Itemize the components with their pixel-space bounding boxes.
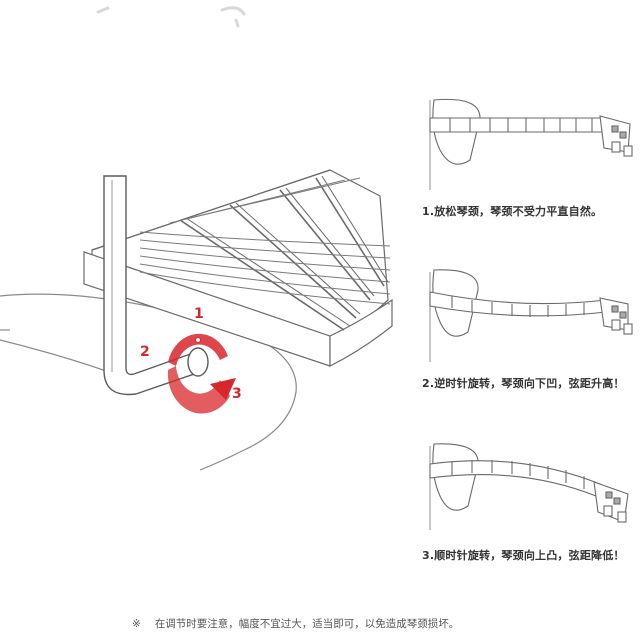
rotation-number-2: 2 [140, 344, 150, 360]
footer-text: 在调节时要注意，幅度不宜过大，适当即可，以免造成琴颈损坏。 [154, 618, 460, 630]
step-1-label: 1.放松琴颈，琴颈不受力平直自然。 [422, 205, 603, 218]
step3-guitar-illustration [429, 443, 629, 530]
fingerboard [83, 169, 393, 367]
step2-guitar-illustration [429, 269, 633, 362]
top-faint-marks [96, 6, 246, 28]
step-2-label: 2.逆时针旋转，琴颈向下凹，弦距升高！ [422, 377, 625, 390]
footer-note: ※ 在调节时要注意，幅度不宜过大，适当即可，以免造成琴颈损坏。 [132, 616, 459, 631]
rotation-numbers: 1 2 3 [140, 306, 242, 402]
step-3-label: 3.顺时针旋转，琴颈向上凸，弦距降低！ [422, 549, 625, 562]
rotation-number-3: 3 [232, 386, 242, 402]
step1-guitar-illustration [429, 98, 633, 190]
rotation-arrow [167, 333, 236, 414]
strings [139, 177, 391, 305]
footer-mark: ※ [132, 618, 141, 630]
hex-key-tool [103, 175, 209, 396]
rotation-number-1: 1 [194, 306, 204, 322]
